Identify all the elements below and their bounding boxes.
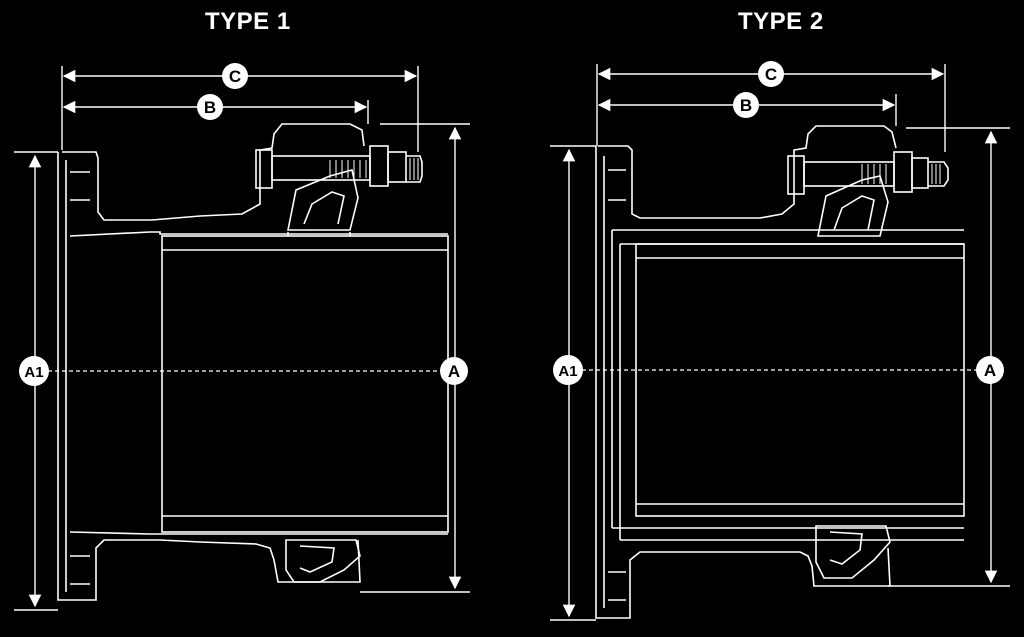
type-2-label-a1: A1 (558, 363, 577, 380)
type-2-label-b: B (740, 96, 752, 115)
type-2-badge-a1: A1 (553, 355, 583, 385)
type-1-gland-top (287, 169, 359, 231)
type-1-badge-c: C (222, 63, 248, 89)
type-1-drawing (57, 123, 449, 601)
type-2-gland-bottom (815, 525, 891, 579)
type-1-label-a1: A1 (24, 364, 43, 381)
type-1-badge-b: B (197, 94, 223, 120)
type-1-bolt-head (255, 149, 273, 189)
type-2-badge-c: C (758, 61, 784, 87)
type-1-badge-a: A (440, 357, 468, 385)
type-2-bolt-head (787, 155, 805, 195)
type-1-title: TYPE 1 (205, 8, 291, 35)
type-2-label-a: A (984, 361, 996, 380)
type-2-label-c: C (765, 65, 777, 84)
type-2-nut (893, 151, 913, 193)
type-1-label-a: A (448, 362, 460, 381)
type-1-badge-a1: A1 (19, 356, 49, 386)
type-2-badge-b: B (733, 92, 759, 118)
type-2-gland-top (817, 175, 889, 237)
type-1-flange (62, 123, 365, 221)
type-1-nut (369, 145, 389, 187)
type-2-flange (598, 125, 897, 219)
type-2-drawing (595, 125, 965, 619)
type-2-title: TYPE 2 (738, 8, 824, 35)
type-1-label-b: B (204, 98, 216, 117)
type-2-pipe (635, 243, 965, 517)
type-1-gland-bottom (285, 539, 361, 583)
type-1-label-c: C (229, 67, 241, 86)
type-2-badge-a: A (976, 356, 1004, 384)
type-1-pipe (161, 235, 449, 533)
